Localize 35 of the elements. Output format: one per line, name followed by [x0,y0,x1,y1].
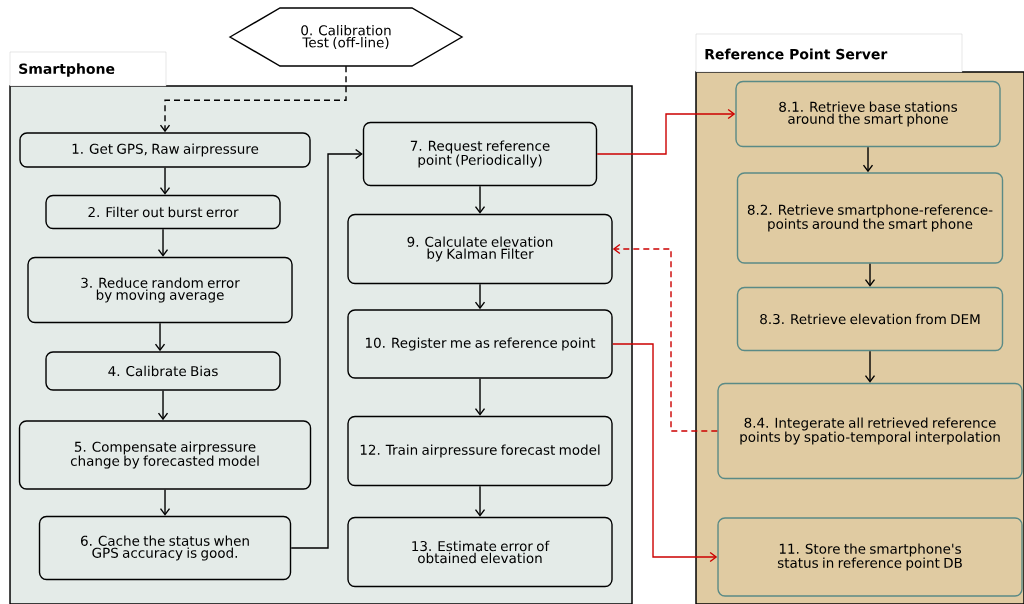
process-box: 13. Estimate error of obtained elevation [347,516,613,588]
arrow [864,263,876,287]
arrow [159,65,347,133]
process-box: 9. Calculate elevation by Kalman Filter [347,213,613,285]
node-label: Smartphone [19,63,115,77]
arrow [474,485,486,517]
process-box: 2. Filter out burst error [45,194,281,230]
process-box: 8.1. Retrieve base stations around the smart phone [735,80,1001,148]
arrow [612,343,718,563]
process-box: 5. Compensate airpressure change by forecasted model [18,420,312,490]
process-box: 1. Get GPS, Raw airpressure [19,132,311,168]
process-box: 8.2. Retrieve smartphone-reference-points around the smart phone [736,172,1004,264]
process-box: 7. Request reference point (Periodically) [362,121,598,187]
process-box: 10. Register me as reference point [347,309,613,379]
arrow [864,350,876,383]
arrow [474,378,486,416]
process-box: 11. Store the smartphone's status in reference point DB [717,517,1023,597]
arrow [290,148,363,549]
arrow [862,146,874,173]
arrow [474,283,486,310]
process-box: 12. Train airpressure forecast model [347,415,613,487]
process-box: 4. Calibrate Bias [45,351,281,391]
arrow [596,108,736,155]
process-box: 8.3. Retrieve elevation from DEM [736,286,1004,352]
process-box: 8.4. Integerate all retrieved reference points by spatio-temporal interpolation [717,382,1023,480]
arrow [157,228,169,257]
arrow [474,185,486,214]
arrow [154,322,166,352]
arrow [157,390,169,421]
process-box: 3. Reduce random error by moving average [27,256,293,324]
arrow [159,167,171,195]
process-box: 6. Cache the status when GPS accuracy is good. [38,515,292,581]
arrow [612,243,718,432]
node-label: Reference Point Server [705,48,888,60]
arrow [159,489,171,516]
